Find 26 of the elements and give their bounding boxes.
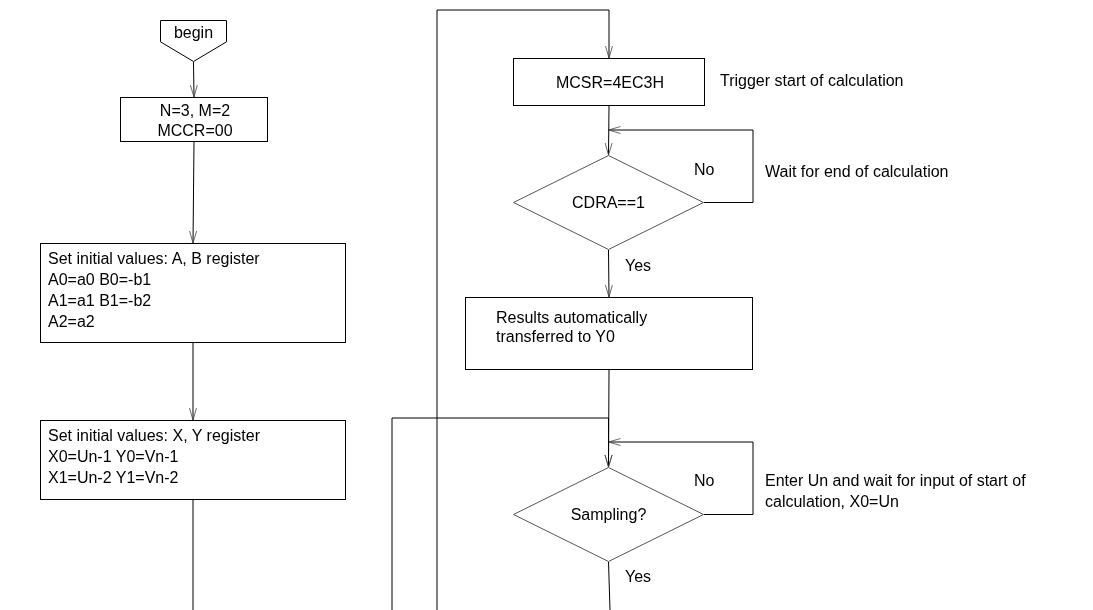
process-box	[40, 243, 346, 343]
step-text: Set initial values: X, Y register	[48, 426, 260, 446]
annotation-text: Enter Un and wait for input of start of calculation, X0=Un	[765, 471, 1027, 512]
start-connector	[160, 20, 227, 62]
process-box	[40, 420, 346, 500]
process-box	[513, 58, 705, 106]
step-text: N=3, M=2	[158, 100, 232, 121]
annotation-text: Wait for end of calculation	[765, 162, 950, 182]
step-text: Results automatically transferred to Y0	[496, 308, 649, 346]
step-text: X0=Un-1 Y0=Vn-1	[48, 447, 179, 467]
step-text: CDRA==1	[571, 192, 646, 213]
connector-line	[192, 499, 194, 610]
step-text: MCSR=4EC3H	[555, 73, 665, 93]
step-text: A0=a0 B0=-b1	[48, 270, 152, 290]
process-box	[120, 97, 268, 142]
step-text: Sampling?	[569, 504, 648, 525]
step-text: X1=Un-2 Y1=Vn-2	[48, 468, 179, 488]
connector-line	[608, 561, 611, 610]
step-text: A1=a1 B1=-b2	[48, 291, 152, 311]
annotation-text: Trigger start of calculation	[720, 71, 905, 91]
process-box	[465, 297, 753, 370]
step-text: A2=a2	[48, 312, 95, 332]
step-text: MCCR=00	[156, 120, 234, 141]
arrow	[436, 9, 613, 610]
step-text: Set initial values: A, B register	[48, 249, 260, 269]
step-text: begin	[172, 22, 215, 43]
